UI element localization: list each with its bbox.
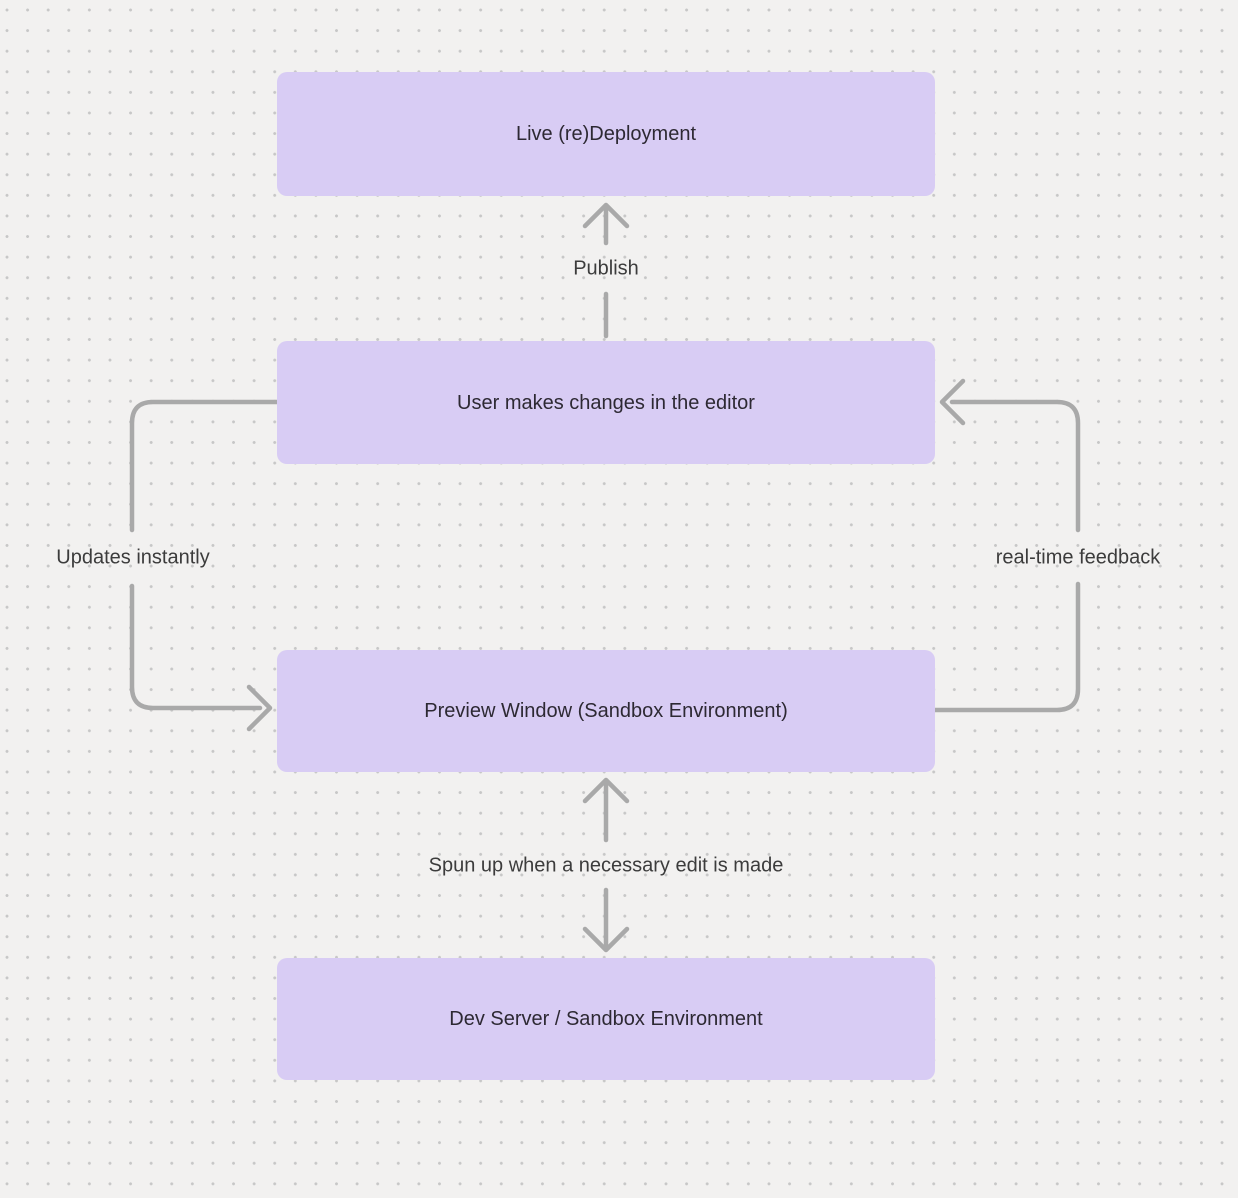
- node-user-changes: User makes changes in the editor: [277, 341, 935, 464]
- edge-updates-instantly: [129, 399, 280, 732]
- arrowhead-right-icon: [246, 684, 273, 732]
- edge-label-spun-up: Spun up when a necessary edit is made: [428, 854, 784, 877]
- arrowhead-up-icon: [582, 202, 630, 229]
- arrowhead-down-icon: [582, 926, 630, 953]
- arrowhead-left-icon: [939, 378, 966, 426]
- edge-updates-seg-lower: [129, 583, 263, 711]
- edge-spun-up: [582, 777, 630, 953]
- edge-updates-seg-upper: [129, 399, 280, 533]
- edge-publish: [582, 202, 630, 339]
- edge-feedback-seg-upper: [949, 399, 1081, 533]
- edge-label-updates-instantly: Updates instantly: [56, 546, 210, 569]
- edge-label-realtime-feedback: real-time feedback: [995, 546, 1161, 569]
- node-live-redeployment: Live (re)Deployment: [277, 72, 935, 196]
- edge-realtime-feedback: [932, 378, 1081, 713]
- edge-label-publish: Publish: [573, 257, 639, 280]
- edge-feedback-seg-lower: [932, 581, 1081, 713]
- node-preview-window: Preview Window (Sandbox Environment): [277, 650, 935, 772]
- node-dev-server: Dev Server / Sandbox Environment: [277, 958, 935, 1080]
